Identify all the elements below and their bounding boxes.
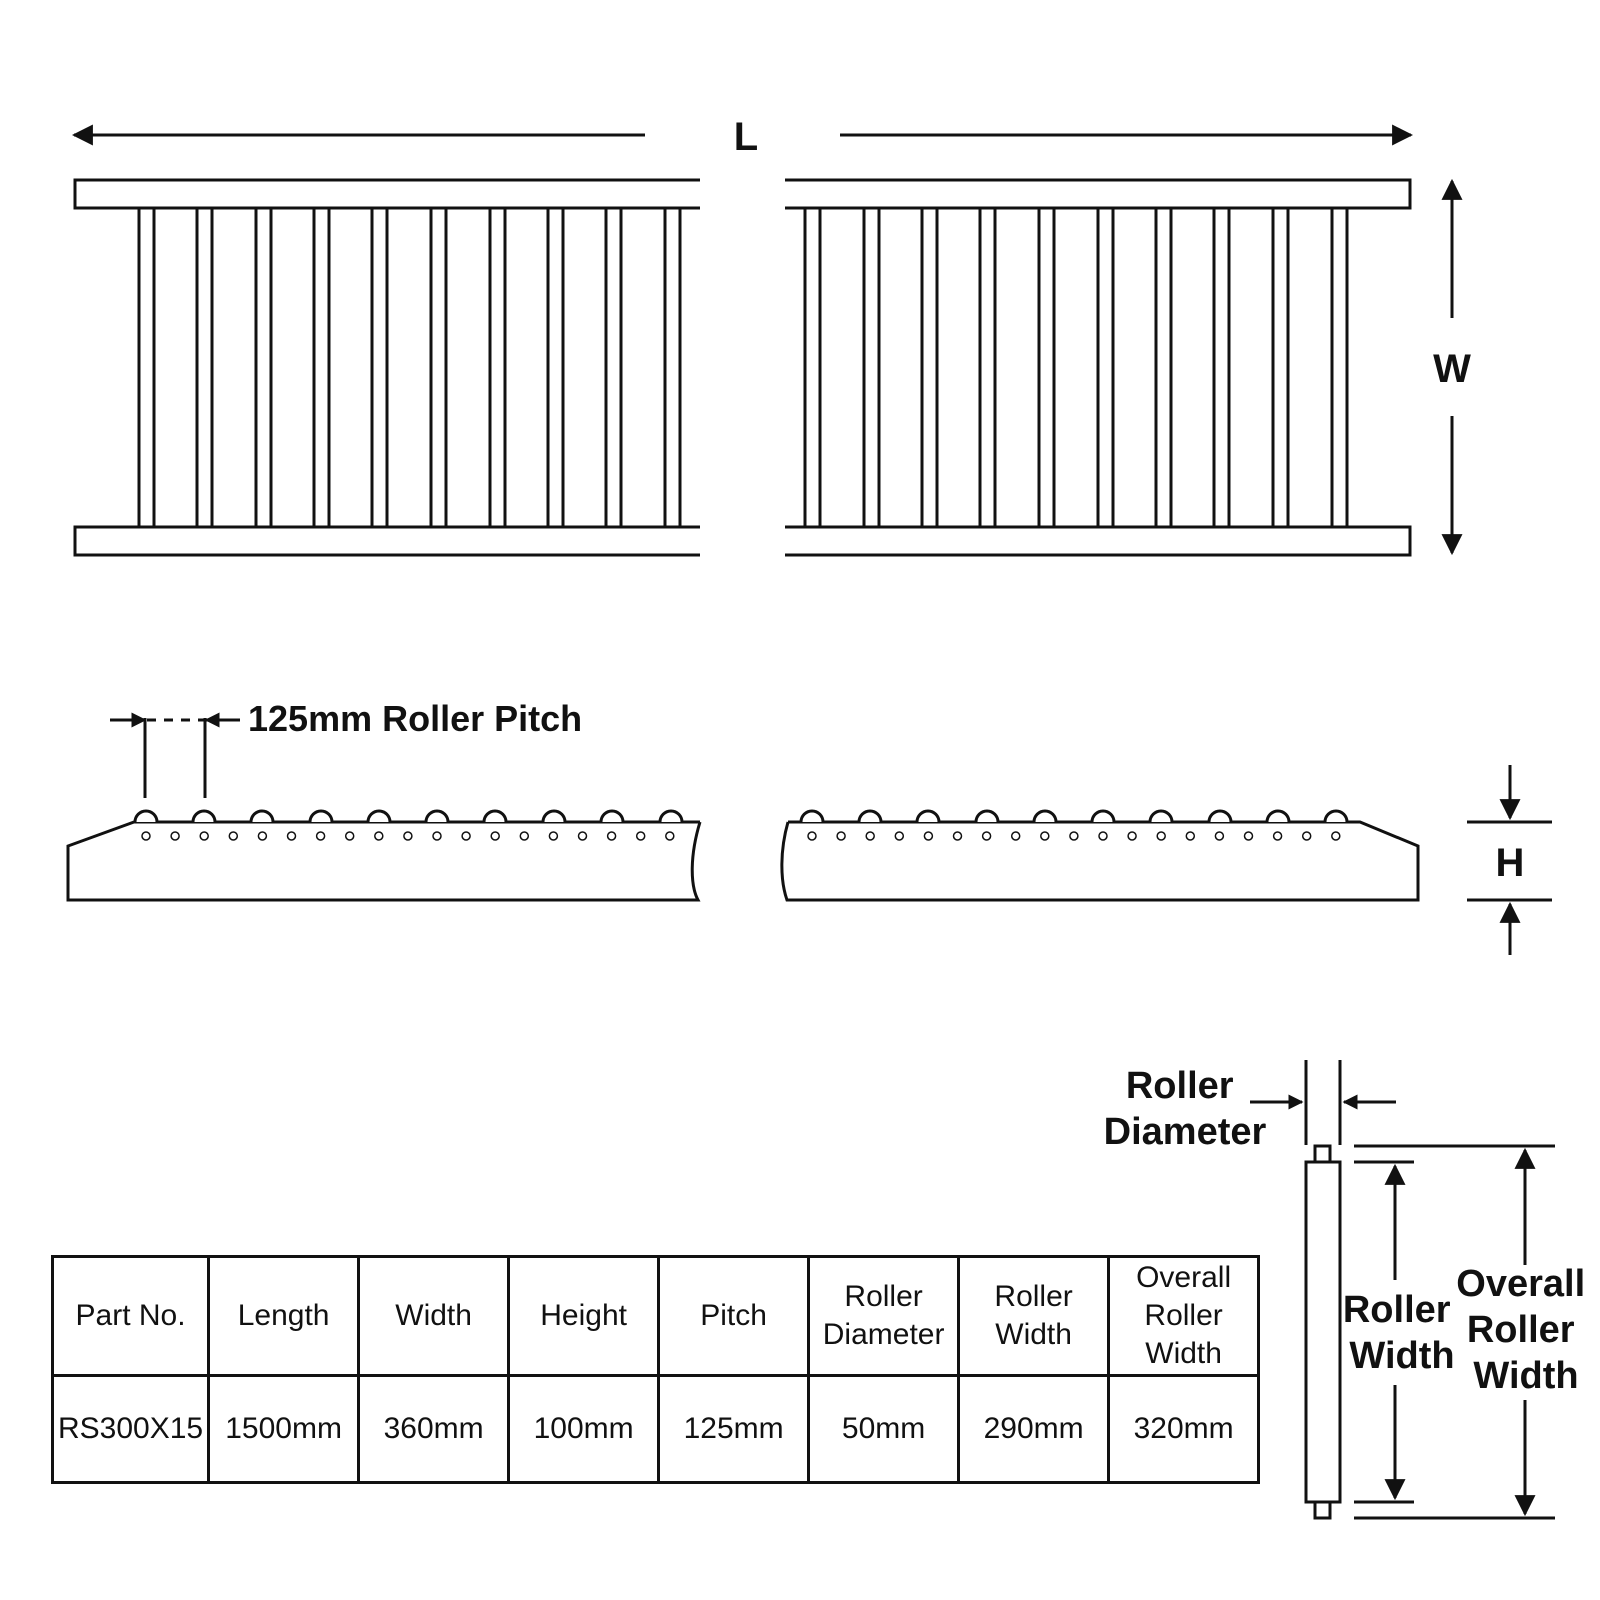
side-hole	[836, 831, 846, 841]
side-hole	[141, 831, 151, 841]
side-roller	[599, 809, 625, 823]
side-roller	[1090, 809, 1116, 823]
side-roller	[541, 809, 567, 823]
cell-roller-diameter: 50mm	[807, 1374, 961, 1484]
side-hole	[1243, 831, 1254, 841]
side-hole	[315, 831, 326, 841]
side-hole	[606, 831, 617, 841]
side-roller	[658, 809, 684, 823]
cell-overall-roller-width: 320mm	[1107, 1374, 1261, 1484]
roller-body	[1304, 1160, 1342, 1504]
header-length: Length	[207, 1255, 361, 1377]
cell-part-no: RS300X15	[50, 1374, 211, 1484]
cell-height: 100mm	[507, 1374, 661, 1484]
side-hole	[1214, 831, 1225, 841]
side-hole	[461, 831, 471, 841]
side-hole	[577, 831, 588, 841]
top-rail-left	[73, 178, 700, 210]
side-hole	[952, 831, 963, 841]
header-overall-roller-width: Overall Roller Width	[1107, 1255, 1261, 1377]
header-height: Height	[507, 1255, 661, 1377]
side-frame-right	[780, 820, 1420, 902]
side-hole	[286, 831, 297, 841]
roller-axle-bottom	[1313, 1500, 1332, 1520]
width-label: W	[1433, 347, 1471, 391]
side-hole	[1127, 831, 1137, 841]
side-roller	[249, 809, 275, 823]
height-label: H	[1496, 841, 1525, 885]
side-hole	[665, 831, 675, 841]
header-roller-width: Roller Width	[957, 1255, 1111, 1377]
side-hole	[257, 831, 268, 841]
top-view-rollers	[137, 208, 1349, 527]
roller-width-label: Roller Width	[1343, 1289, 1461, 1377]
side-view-rollers	[133, 809, 1349, 841]
roller-axle-top	[1313, 1144, 1332, 1164]
bottom-rail-left	[73, 525, 700, 557]
side-hole	[1185, 831, 1196, 841]
side-hole	[1301, 831, 1312, 841]
side-roller	[482, 809, 508, 823]
side-roller	[857, 809, 883, 823]
side-roller	[1323, 809, 1349, 823]
side-roller	[424, 809, 450, 823]
side-hole	[432, 831, 442, 841]
side-hole	[548, 831, 559, 841]
side-roller	[308, 809, 334, 823]
side-roller	[191, 809, 217, 823]
side-roller	[799, 809, 825, 823]
side-roller	[133, 809, 159, 823]
side-hole	[1069, 831, 1079, 841]
side-hole	[1098, 831, 1108, 841]
side-hole	[1156, 831, 1166, 841]
length-label: L	[734, 115, 758, 159]
top-rail-right	[785, 178, 1412, 210]
side-hole	[1331, 831, 1341, 841]
side-roller	[1148, 809, 1174, 823]
header-pitch: Pitch	[657, 1255, 811, 1377]
side-roller	[1032, 809, 1058, 823]
side-hole	[1272, 831, 1283, 841]
roller-detail: Roller Diameter Roller Width Overall Rol…	[1104, 1060, 1595, 1520]
side-roller	[915, 809, 941, 823]
side-frame-left	[66, 820, 702, 902]
pitch-label: 125mm Roller Pitch	[248, 698, 582, 739]
cell-width: 360mm	[357, 1374, 511, 1484]
bottom-rail-right	[785, 525, 1412, 557]
side-hole	[635, 831, 646, 841]
side-hole	[170, 831, 180, 841]
header-part-no: Part No.	[50, 1255, 211, 1377]
side-hole	[981, 831, 992, 841]
header-roller-diameter: Roller Diameter	[807, 1255, 961, 1377]
side-hole	[1010, 831, 1021, 841]
overall-roller-width-label: Overall Roller Width	[1456, 1263, 1595, 1397]
roller-diameter-label: Roller Diameter	[1104, 1065, 1267, 1153]
cell-roller-width: 290mm	[957, 1374, 1111, 1484]
side-roller	[1265, 809, 1291, 823]
side-hole	[228, 831, 239, 841]
side-hole	[807, 831, 817, 841]
side-view: 125mm Roller Pitch H	[66, 698, 1552, 955]
spec-table: Part No. Length Width Height Pitch Rolle…	[50, 1255, 1261, 1484]
side-hole	[894, 831, 905, 841]
cell-pitch: 125mm	[657, 1374, 811, 1484]
side-roller	[974, 809, 1000, 823]
spec-table-header-row: Part No. Length Width Height Pitch Rolle…	[50, 1255, 1261, 1377]
side-roller	[1207, 809, 1233, 823]
side-hole	[199, 831, 209, 841]
spec-table-row: RS300X15 1500mm 360mm 100mm 125mm 50mm 2…	[50, 1374, 1261, 1484]
side-hole	[403, 831, 413, 841]
side-roller	[366, 809, 392, 823]
side-hole	[519, 831, 530, 841]
side-hole	[490, 831, 500, 841]
side-hole	[923, 831, 934, 841]
side-hole	[1040, 831, 1050, 841]
header-width: Width	[357, 1255, 511, 1377]
side-hole	[344, 831, 355, 841]
side-hole	[865, 831, 875, 841]
side-hole	[374, 831, 384, 841]
cell-length: 1500mm	[207, 1374, 361, 1484]
top-view: L W	[71, 115, 1471, 557]
